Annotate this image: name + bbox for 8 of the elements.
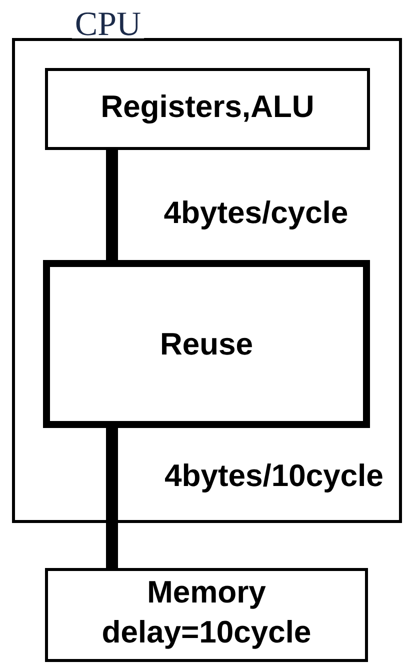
bus-line: [106, 150, 118, 260]
process-box: Reuse: [43, 260, 370, 428]
node-label: CPU: [76, 12, 140, 36]
bus-line: [106, 428, 118, 568]
process-box: Registers,ALU: [45, 68, 370, 150]
edge-label: 4bytes/10cycle: [162, 460, 386, 496]
edge-label: 4bytes/cycle: [160, 198, 352, 232]
process-box: Memory delay=10cycle: [45, 568, 368, 662]
